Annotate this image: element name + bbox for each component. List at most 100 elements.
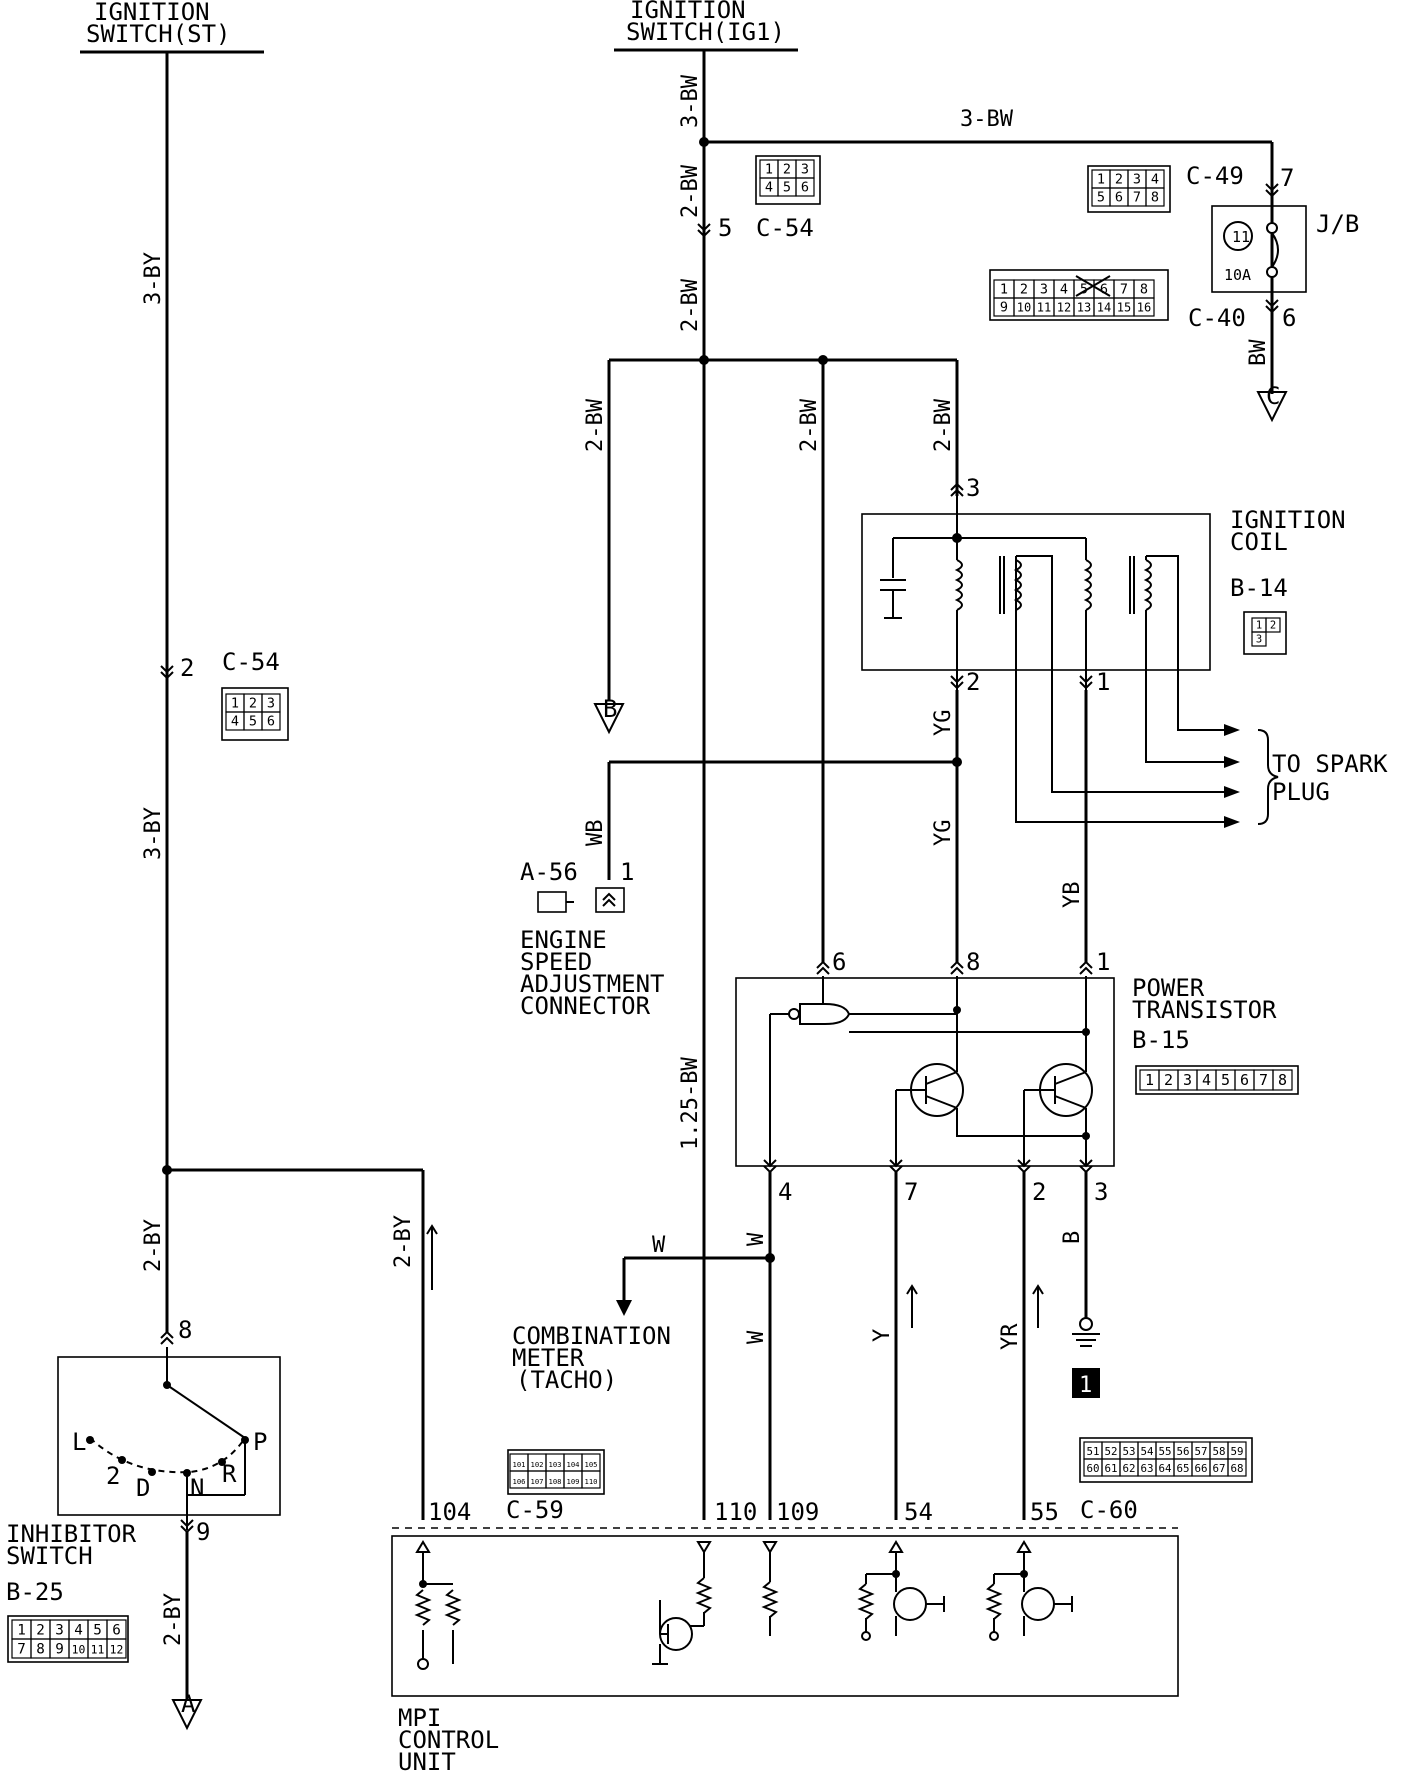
b14-pins-pin: 2 xyxy=(1270,620,1276,632)
svg-text:6: 6 xyxy=(1282,304,1296,332)
c60-pins-pin: 54 xyxy=(1140,1445,1153,1458)
b25-pins-pin: 5 xyxy=(93,1622,102,1638)
c40-pins-pin: 9 xyxy=(1000,300,1008,316)
connector-c54-left: C-54 xyxy=(221,648,289,741)
svg-text:3: 3 xyxy=(966,474,980,502)
svg-text:P: P xyxy=(253,1428,267,1456)
svg-text:SWITCH(IG1): SWITCH(IG1) xyxy=(626,18,785,46)
c60-pins-pin: 58 xyxy=(1212,1445,1225,1458)
svg-text:WB: WB xyxy=(583,820,608,847)
connector-c40: C-40 xyxy=(989,269,1246,332)
c60-pins-pin: 68 xyxy=(1230,1462,1243,1475)
connector-c60: C-60 xyxy=(1079,1437,1253,1524)
mpi-control-unit: 104 110 109 54 55 xyxy=(391,1498,1179,1774)
c40-pins-pin: 8 xyxy=(1140,282,1148,298)
svg-text:ENGINE: ENGINE xyxy=(520,926,607,954)
b15-pins-pin: 3 xyxy=(1183,1071,1192,1089)
c60-pins-pin: 65 xyxy=(1176,1462,1189,1475)
svg-text:ADJUSTMENT: ADJUSTMENT xyxy=(520,970,665,998)
svg-text:11: 11 xyxy=(1232,228,1250,246)
c59-pins-pin: 108 xyxy=(549,1477,562,1486)
c59-pins-pin: 106 xyxy=(513,1477,526,1486)
spark-plug-outputs: TO SPARK PLUG xyxy=(1015,555,1388,828)
svg-text:2-BW: 2-BW xyxy=(678,278,703,332)
b25-pins-pin: 3 xyxy=(55,1622,64,1638)
svg-text:C: C xyxy=(1266,382,1280,410)
b25-pins-pin: 12 xyxy=(110,1642,124,1656)
connector-c54-top: C-54 xyxy=(755,155,821,242)
svg-text:2-BY: 2-BY xyxy=(141,1219,166,1272)
b25-pins-pin: 4 xyxy=(74,1622,83,1638)
svg-text:W: W xyxy=(652,1233,666,1258)
svg-text:YR: YR xyxy=(998,1323,1023,1350)
c40-pins-pin: 4 xyxy=(1060,282,1068,298)
svg-text:6: 6 xyxy=(832,948,846,976)
c54-left-pins-pin: 6 xyxy=(267,714,275,730)
c40-pins-pin: 13 xyxy=(1077,301,1091,315)
b25-pins-pin: 9 xyxy=(55,1641,64,1657)
svg-text:POWER: POWER xyxy=(1132,974,1205,1002)
c40-pins-pin: 11 xyxy=(1037,301,1051,315)
svg-text:54: 54 xyxy=(904,1498,933,1526)
svg-text:110: 110 xyxy=(714,1498,757,1526)
c59-pins-pin: 107 xyxy=(531,1477,544,1486)
svg-text:Y: Y xyxy=(870,1329,895,1342)
svg-text:TO SPARK: TO SPARK xyxy=(1272,750,1388,778)
b15-pins-pin: 6 xyxy=(1240,1071,1249,1089)
combination-meter: COMBINATION METER (TACHO) xyxy=(512,1322,671,1394)
c59-pins-pin: 105 xyxy=(585,1460,598,1469)
b25-pins-pin: 11 xyxy=(91,1642,105,1656)
svg-text:2: 2 xyxy=(106,1462,120,1490)
b25-pins-pin: 1 xyxy=(17,1622,26,1638)
c54-top-pins-pin: 4 xyxy=(765,180,773,196)
svg-text:B-25: B-25 xyxy=(6,1578,64,1606)
svg-text:TRANSISTOR: TRANSISTOR xyxy=(1132,996,1277,1024)
c49-pins-pin: 4 xyxy=(1151,172,1159,188)
c60-pins-pin: 53 xyxy=(1122,1445,1135,1458)
c60-pins-pin: 64 xyxy=(1158,1462,1171,1475)
b15-pins-pin: 7 xyxy=(1259,1071,1268,1089)
b15-pins-pin: 5 xyxy=(1221,1071,1230,1089)
svg-text:1: 1 xyxy=(1096,668,1110,696)
c60-pins-pin: 62 xyxy=(1122,1462,1135,1475)
c40-pins-pin: 15 xyxy=(1117,301,1131,315)
svg-text:2: 2 xyxy=(1032,1178,1046,1206)
coil-output-wires: 2 1 YG WB YG YB xyxy=(583,668,1110,962)
c60-pins-pin: 57 xyxy=(1194,1445,1207,1458)
svg-text:A-56: A-56 xyxy=(520,858,578,886)
svg-text:2-BW: 2-BW xyxy=(931,398,956,452)
c59-pins-pin: 101 xyxy=(513,1460,526,1469)
power-transistor-output-wires: W W W Y YR B 1 xyxy=(616,1172,1100,1520)
svg-text:B-14: B-14 xyxy=(1230,574,1288,602)
engine-speed-adjustment-connector: A-56 1 ENGINE SPEED ADJUSTMENT CONNECTOR xyxy=(520,858,665,1020)
c59-pins-pin: 109 xyxy=(567,1477,580,1486)
svg-text:COIL: COIL xyxy=(1230,528,1288,556)
b25-pins-pin: 7 xyxy=(17,1641,26,1657)
c60-pins-pin: 60 xyxy=(1086,1462,1099,1475)
svg-text:3-BY: 3-BY xyxy=(141,807,166,860)
c40-pins-pin: 12 xyxy=(1057,301,1071,315)
svg-text:C-40: C-40 xyxy=(1188,304,1246,332)
c54-left-pins-pin: 3 xyxy=(267,696,275,712)
svg-text:MPI: MPI xyxy=(398,1704,441,1732)
svg-text:C-59: C-59 xyxy=(506,1496,564,1524)
svg-text:J/B: J/B xyxy=(1316,210,1359,238)
ignition-coil: IGNITION COIL B-14 xyxy=(861,496,1346,690)
c60-pins-pin: 59 xyxy=(1230,1445,1243,1458)
c49-pins-pin: 5 xyxy=(1097,190,1105,206)
c40-pins-pin: 16 xyxy=(1137,301,1151,315)
b15-pins-pin: 1 xyxy=(1145,1071,1154,1089)
svg-text:2: 2 xyxy=(966,668,980,696)
svg-text:8: 8 xyxy=(966,948,980,976)
svg-text:2-BW: 2-BW xyxy=(583,398,608,452)
svg-text:CONTROL: CONTROL xyxy=(398,1726,499,1754)
svg-text:L: L xyxy=(72,1428,86,1456)
c54-left-pins-pin: 5 xyxy=(249,714,257,730)
svg-text:1: 1 xyxy=(1079,1373,1092,1398)
